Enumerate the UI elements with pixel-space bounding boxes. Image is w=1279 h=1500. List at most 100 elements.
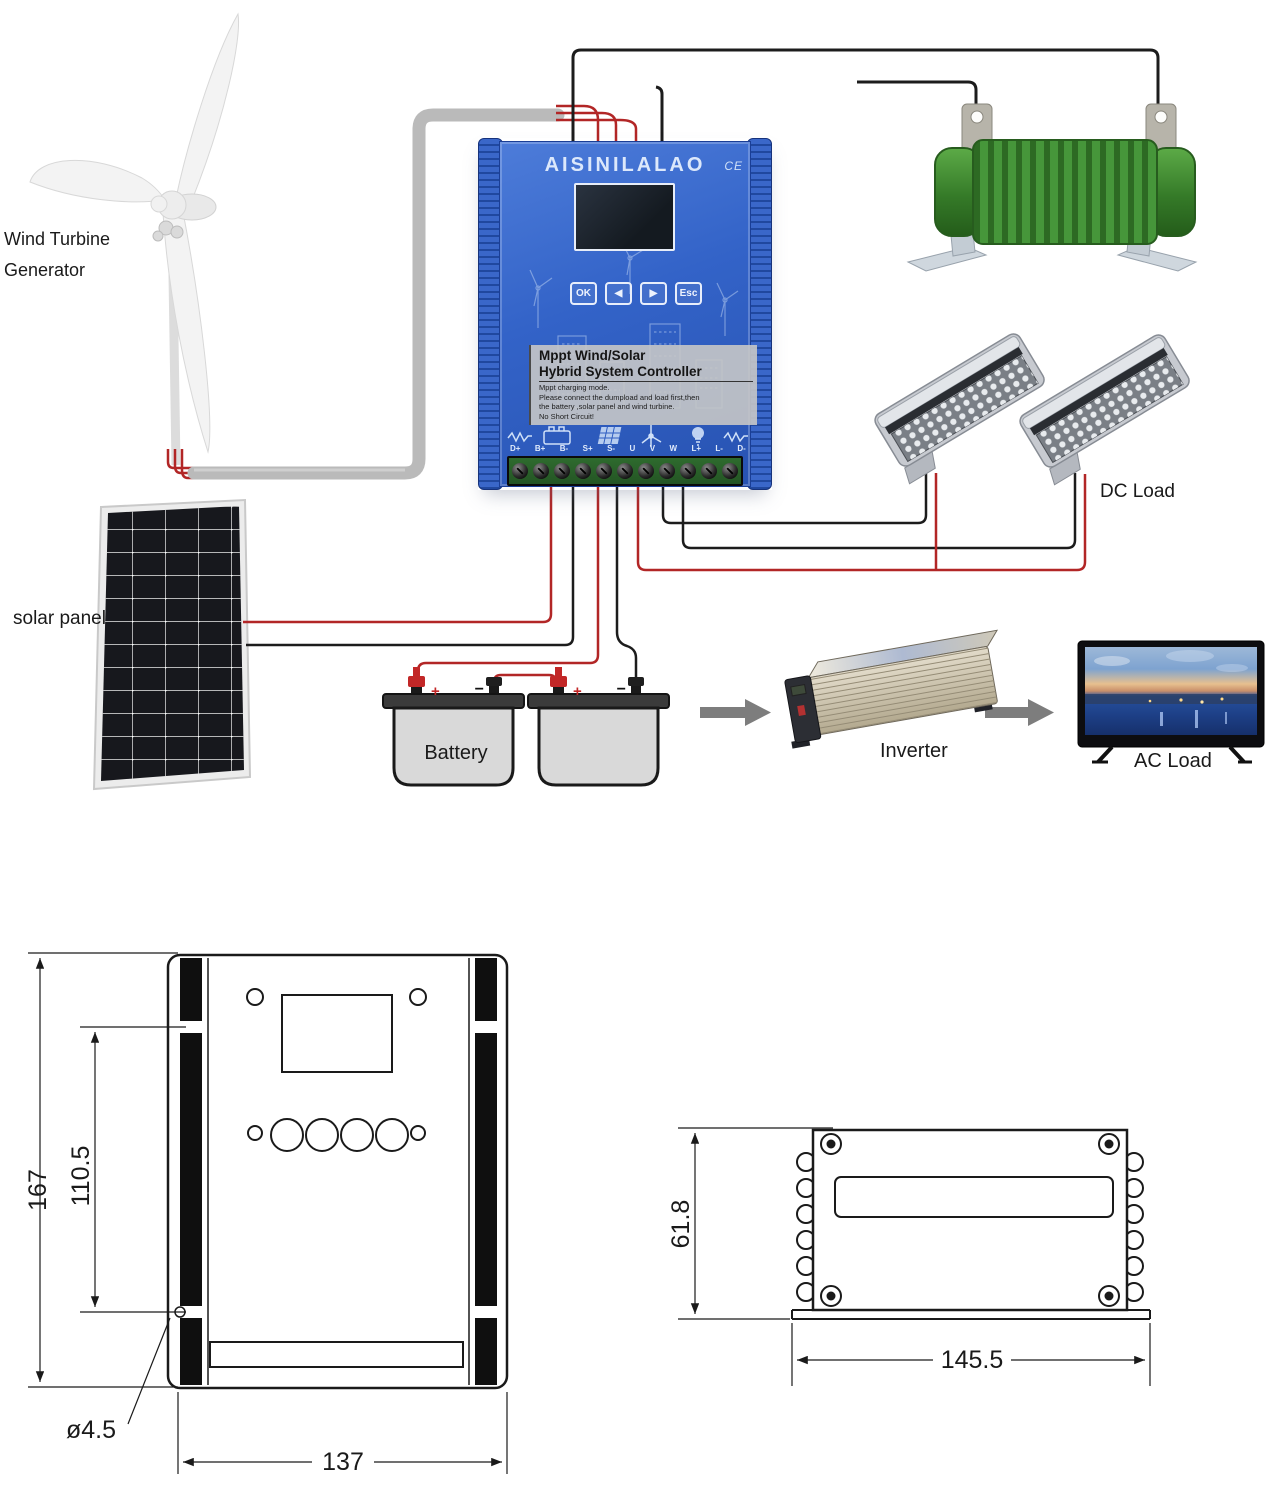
- right-button[interactable]: ▶: [640, 282, 667, 305]
- label-note: Please connect the dumpload and load fir…: [539, 392, 700, 402]
- terminal-screw[interactable]: [616, 463, 633, 479]
- terminal-screw[interactable]: [679, 463, 696, 479]
- solar-wire-black: [246, 486, 575, 647]
- battery-body: [537, 706, 660, 787]
- ac-load-tv: [1077, 640, 1265, 764]
- battery-bank: + − + −: [382, 667, 670, 787]
- dump-load-resistor: [906, 103, 1198, 272]
- flow-arrow: [700, 699, 771, 726]
- dc-load-wires: [636, 472, 1087, 572]
- solar-panel-label: solar panel: [13, 608, 106, 629]
- battery-plus-mark: +: [431, 683, 440, 700]
- wind-turbine-icon: [641, 425, 662, 447]
- brand-name: AISINILALAO: [544, 154, 706, 176]
- terminal-screw[interactable]: [596, 463, 613, 479]
- side-view-drawing: 61.8 145.5: [667, 1127, 1151, 1386]
- terminal-screw[interactable]: [658, 463, 675, 479]
- label-title-line2: Hybrid System Controller: [539, 363, 702, 379]
- battery-wire-black: [615, 486, 638, 682]
- dim-front-height: 167: [24, 1169, 52, 1211]
- terminal-label: B-: [559, 444, 569, 453]
- dim-hole-spacing: 110.5: [67, 1146, 95, 1207]
- terminal-label: B+: [534, 444, 546, 453]
- lcd-screen: [574, 183, 675, 251]
- battery-clamp-black: [628, 677, 644, 686]
- controller-heatsink-rail: [478, 138, 503, 490]
- spec-label: Mppt Wind/Solar Hybrid System Controller…: [529, 345, 757, 425]
- battery-clamp-red: [550, 676, 567, 687]
- terminal-label: W: [669, 444, 678, 453]
- terminal-label: D-: [737, 444, 746, 453]
- terminal-screw[interactable]: [512, 463, 529, 479]
- terminal-label: V: [649, 444, 656, 453]
- battery-link-wire: [492, 673, 558, 684]
- terminal-label: D+: [510, 444, 521, 453]
- resistor-icon: [723, 431, 748, 443]
- battery-body: [392, 706, 515, 787]
- wind-turbine-generator: [29, 12, 240, 466]
- dim-hole-diameter: ø4.5: [66, 1416, 116, 1444]
- flow-arrow: [985, 699, 1054, 726]
- turbine-blade: [29, 160, 166, 203]
- dim-side-width: 145.5: [941, 1346, 1004, 1374]
- resistor-icon: [507, 431, 532, 443]
- left-button[interactable]: ◀: [605, 282, 632, 305]
- ce-mark: CE: [724, 159, 743, 173]
- ac-load-label: AC Load: [1134, 750, 1212, 772]
- dump-coil: [972, 139, 1158, 245]
- terminal-screw[interactable]: [575, 463, 592, 479]
- terminal-labels-row: D+ B+ B- S+ S- U V W L+ L- D-: [510, 444, 746, 453]
- front-view-drawing: 167 110.5 ø4.5 137: [24, 952, 509, 1476]
- terminal-label: U: [629, 444, 636, 453]
- terminal-label: S+: [582, 444, 593, 453]
- tv-legs: [1096, 745, 1246, 764]
- inverter: [784, 629, 999, 749]
- terminal-screw[interactable]: [533, 463, 550, 479]
- solar-wire-red: [243, 486, 553, 624]
- terminal-label: L-: [715, 444, 723, 453]
- terminal-label: L+: [691, 444, 701, 453]
- turbine-wires-red: [166, 449, 198, 480]
- terminal-screw[interactable]: [637, 463, 654, 479]
- battery-minus-mark: −: [475, 681, 484, 698]
- battery-wire-red: [416, 486, 600, 684]
- dump-load-wires: [571, 48, 1160, 144]
- controller-face: AISINILALAO CE OK ◀ ▶ Esc Mppt Wind/S: [499, 141, 757, 487]
- esc-button[interactable]: Esc: [675, 282, 702, 305]
- label-title-line1: Mppt Wind/Solar: [539, 348, 646, 363]
- wind-input-wires-red: [556, 104, 638, 144]
- terminal-screw[interactable]: [554, 463, 571, 479]
- label-note: the battery ,solar panel and wind turbin…: [539, 402, 675, 411]
- solar-panel: [92, 498, 252, 791]
- battery-clamp-red: [408, 676, 425, 687]
- bulb-icon: [692, 427, 704, 446]
- turbine-blade: [162, 211, 211, 454]
- battery-icon: [543, 426, 571, 445]
- battery-clamp-black: [486, 677, 502, 686]
- hybrid-controller: AISINILALAO CE OK ◀ ▶ Esc Mppt Wind/S: [478, 138, 772, 490]
- battery-minus-mark: −: [617, 681, 626, 698]
- label-note: No Short Circuit!: [539, 411, 595, 421]
- label-note: Mppt charging mode.: [539, 383, 610, 392]
- terminal-icons-row: [507, 425, 748, 447]
- controller-heatsink-rail: [747, 138, 772, 490]
- terminal-label: S-: [607, 444, 616, 453]
- turbine-blade: [175, 12, 240, 201]
- battery-label: Battery: [424, 742, 488, 764]
- inverter-label: Inverter: [880, 740, 948, 762]
- dc-lamp: [874, 333, 1045, 485]
- dc-lamp: [1019, 334, 1190, 486]
- solar-panel-icon: [597, 427, 622, 444]
- ok-button[interactable]: OK: [570, 282, 597, 305]
- dc-load-label: DC Load: [1100, 481, 1175, 502]
- terminal-block: [507, 456, 743, 486]
- terminal-screw[interactable]: [721, 463, 738, 479]
- dim-side-height: 61.8: [667, 1200, 695, 1249]
- battery-plus-mark: +: [573, 683, 582, 700]
- wind-turbine-label: Wind Turbine Generator: [4, 229, 111, 280]
- dimension-drawings: 167 110.5 ø4.5 137: [24, 952, 1151, 1476]
- terminal-screw[interactable]: [700, 463, 717, 479]
- dim-front-width: 137: [322, 1448, 364, 1476]
